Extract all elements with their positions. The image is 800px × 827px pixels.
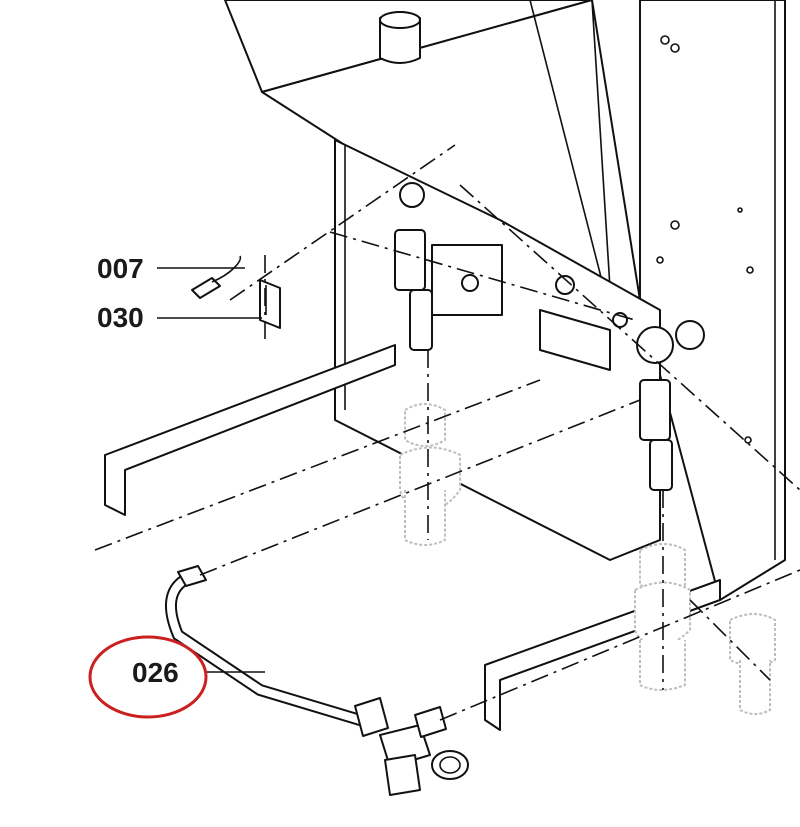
label-007: 007 [97, 253, 144, 284]
label-026: 026 [132, 657, 179, 688]
label-030: 030 [97, 302, 144, 333]
leader-lines [157, 267, 265, 673]
part-030-bracket[interactable] [259, 279, 281, 329]
part-007-probe[interactable] [191, 255, 242, 299]
valve-fittings [394, 182, 705, 491]
left-rail [104, 344, 396, 516]
centre-lines [94, 144, 800, 721]
boiler-housing [224, 0, 786, 601]
part-026-pipe[interactable] [165, 565, 469, 796]
highlight-circle [88, 635, 208, 719]
